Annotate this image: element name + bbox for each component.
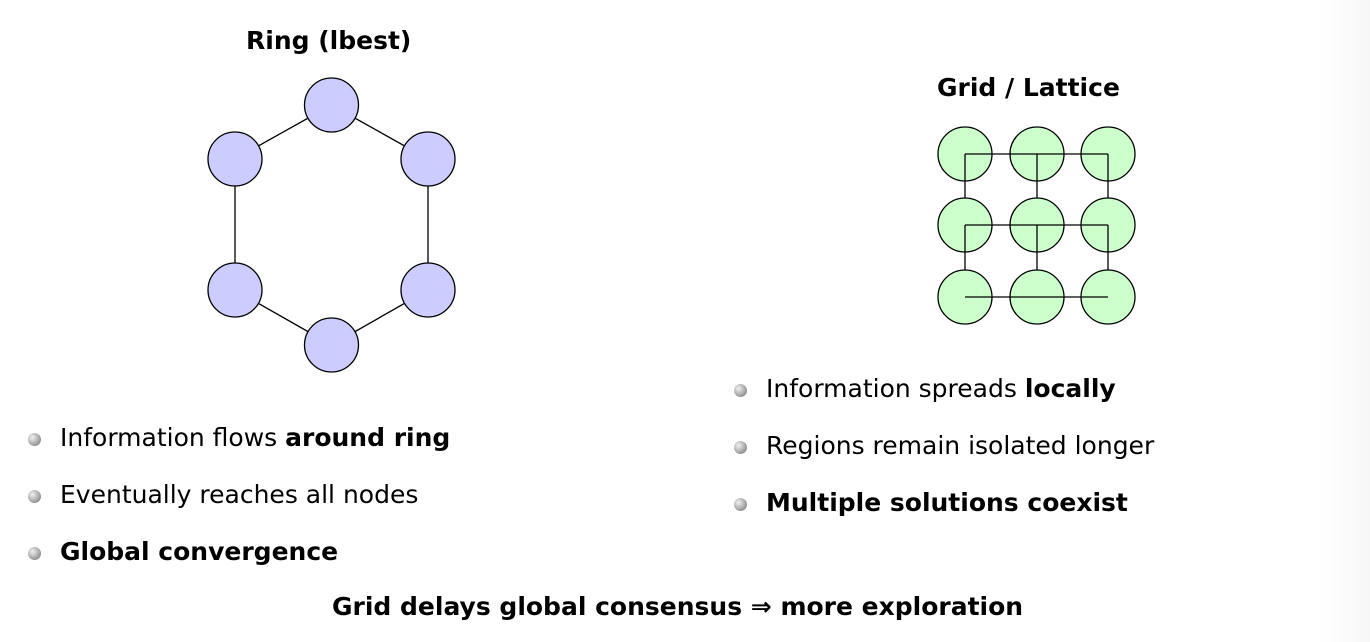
ring-node <box>400 131 456 187</box>
ring-node <box>303 77 360 133</box>
bullet-item: Global convergence <box>24 537 450 594</box>
bullet-item: Information flows around ring <box>24 423 450 480</box>
bullet-icon <box>28 433 41 446</box>
ring-title: Ring (lbest) <box>246 26 412 55</box>
bullet-bold-text: locally <box>1024 374 1116 403</box>
bullet-text: Information spreads <box>766 374 1025 403</box>
ring-topology <box>207 77 456 373</box>
bullet-icon <box>734 384 747 397</box>
ring-node <box>207 131 263 187</box>
bullet-item: Eventually reaches all nodes <box>24 480 450 537</box>
bullet-item: Information spreads locally <box>730 374 1154 431</box>
bullet-item: Multiple solutions coexist <box>730 488 1154 545</box>
bullet-bold-text: Multiple solutions coexist <box>766 488 1128 517</box>
grid-topology <box>937 126 1136 325</box>
ring-node <box>400 262 456 318</box>
bullet-text: Regions remain isolated longer <box>766 431 1155 460</box>
bullet-bold-text: around ring <box>285 423 451 452</box>
bullet-item: Regions remain isolated longer <box>730 431 1154 488</box>
ring-node <box>207 262 263 318</box>
ring-bullet-list: Information flows around ring Eventually… <box>24 423 450 594</box>
bullet-text: Eventually reaches all nodes <box>60 480 419 509</box>
grid-bullet-list: Information spreads locally Regions rema… <box>730 374 1154 545</box>
bullet-bold-text: Global convergence <box>60 537 339 566</box>
bullet-icon <box>734 498 747 511</box>
ring-node <box>303 317 360 373</box>
bullet-icon <box>734 441 747 454</box>
grid-title: Grid / Lattice <box>937 73 1120 102</box>
bullet-icon <box>28 547 41 560</box>
bullet-icon <box>28 490 41 503</box>
conclusion-text: Grid delays global consensus ⇒ more expl… <box>332 592 1024 621</box>
bullet-text: Information flows <box>60 423 286 452</box>
